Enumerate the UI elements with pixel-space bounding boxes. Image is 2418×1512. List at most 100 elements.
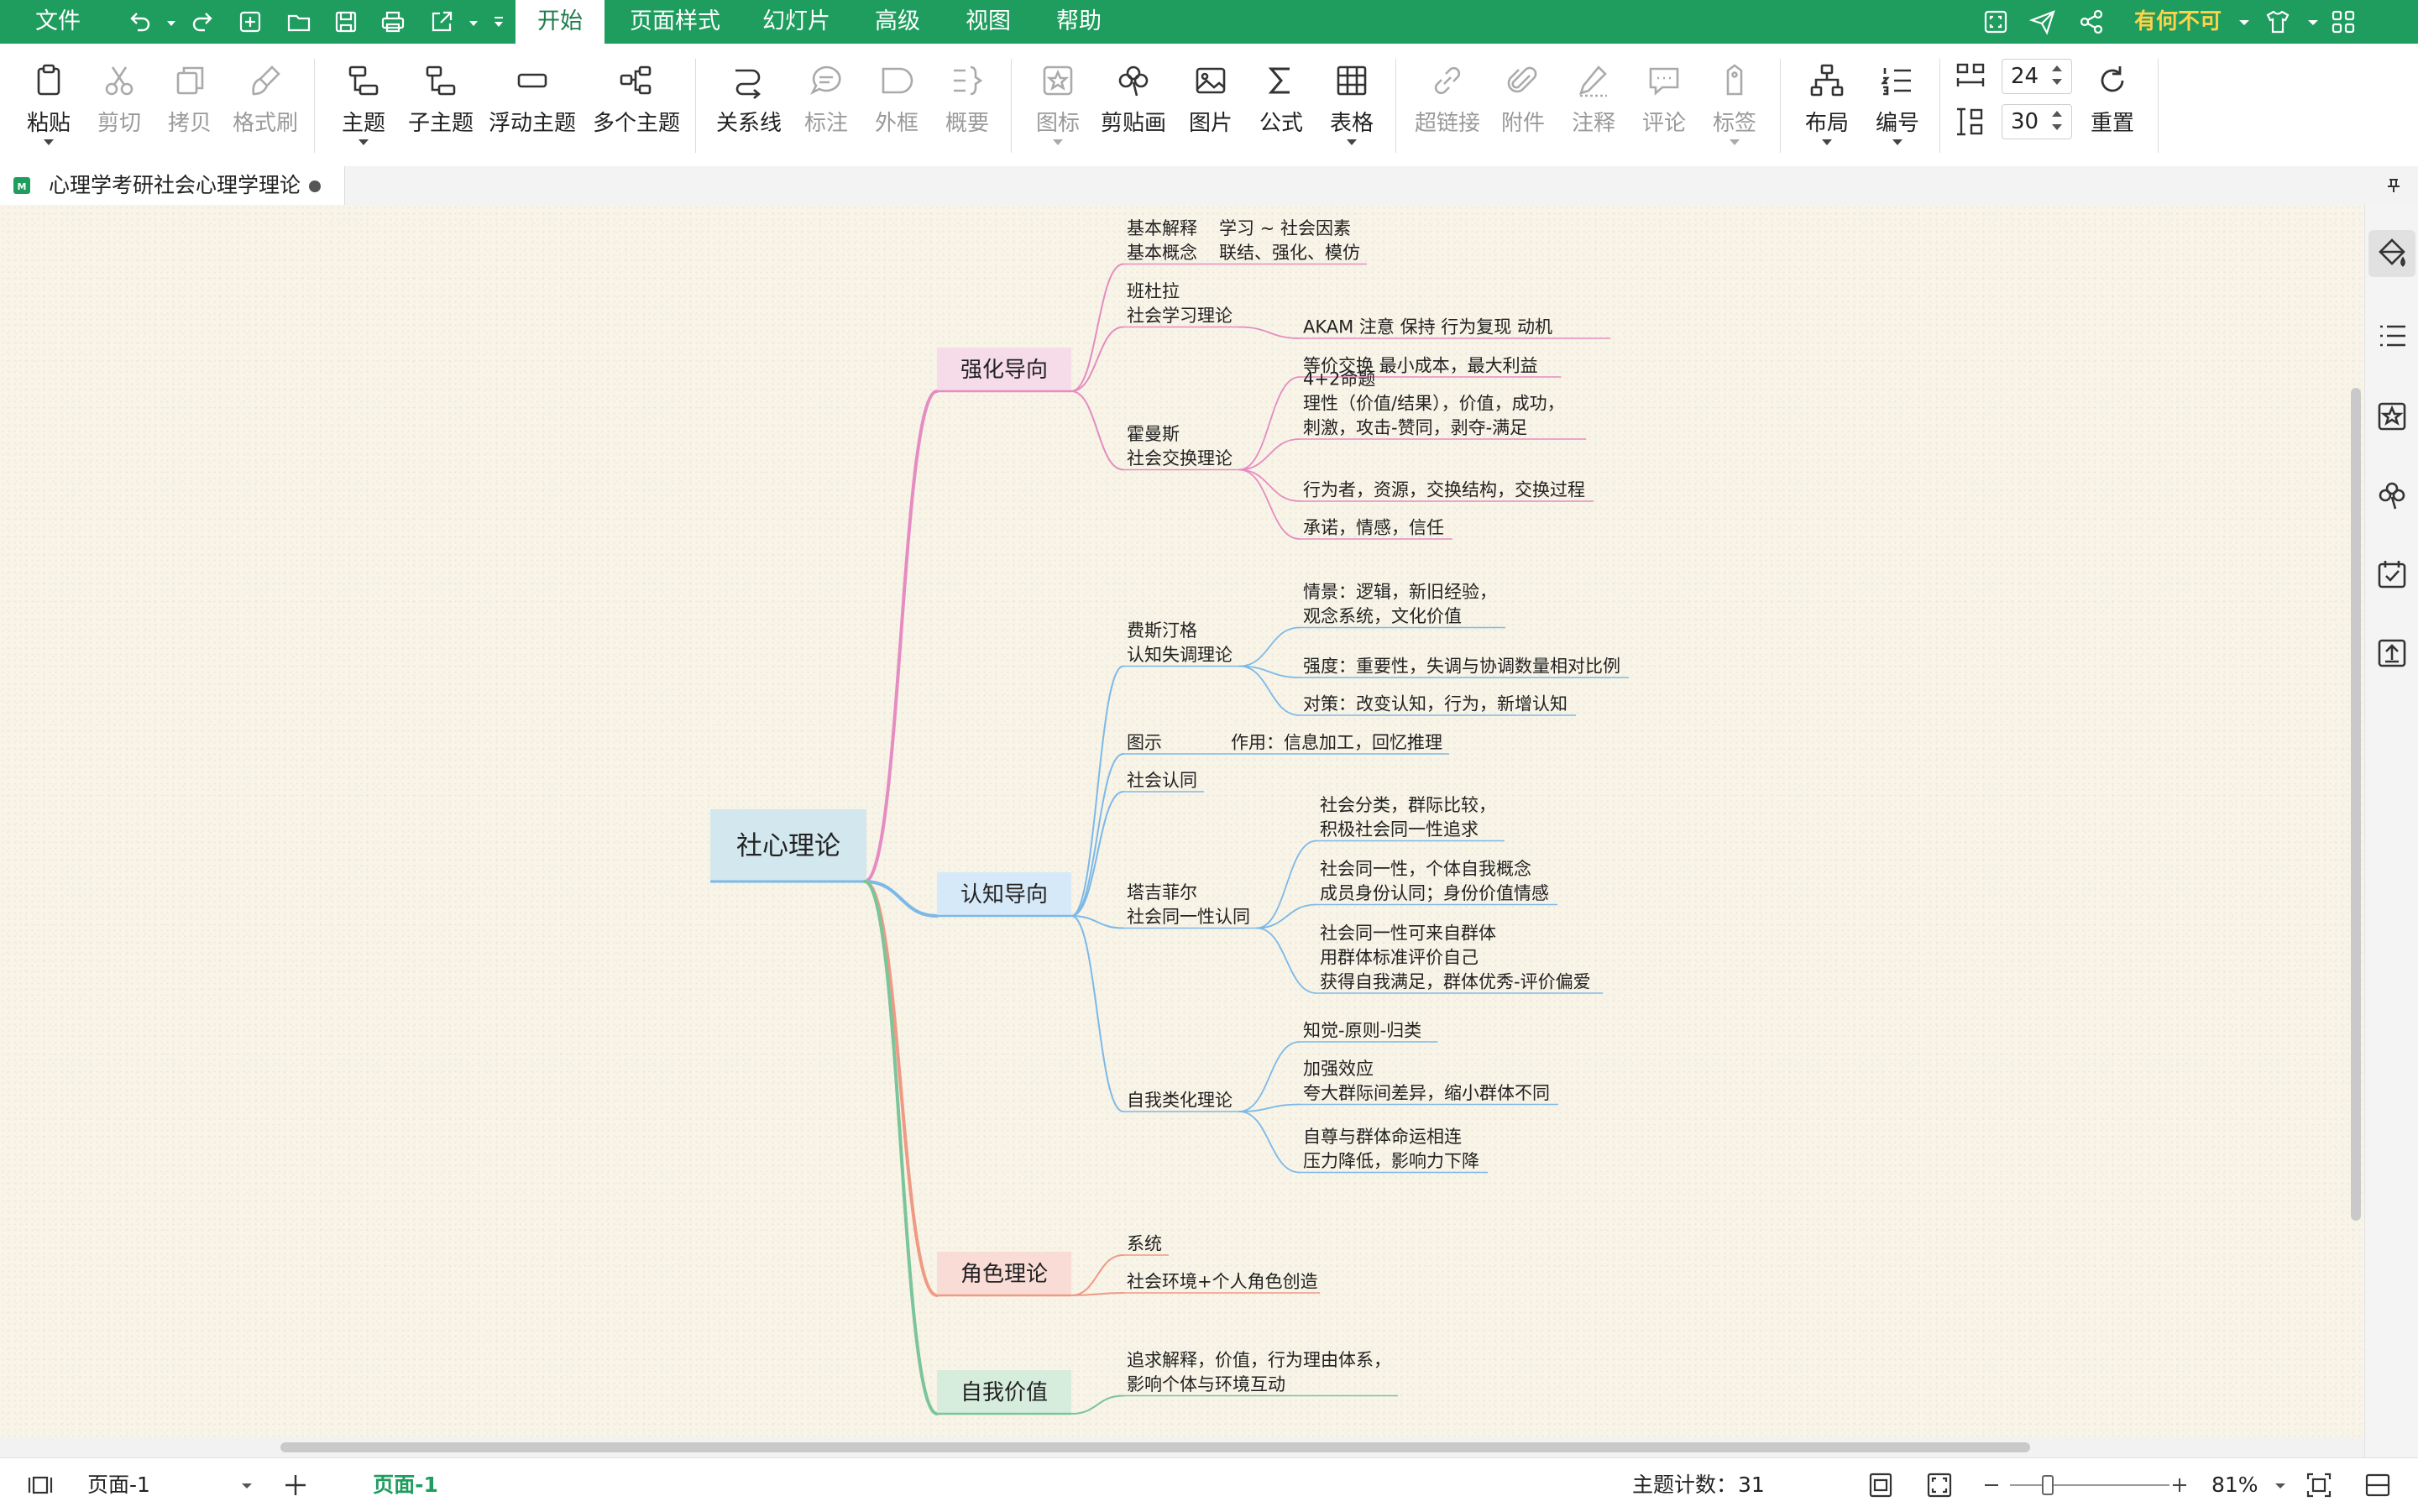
topic-dropdown-icon[interactable]	[359, 139, 369, 145]
image-button[interactable]: 图片	[1179, 55, 1243, 156]
leaf-topic-label[interactable]: 社会同一性，个体自我概念	[1320, 859, 1531, 879]
skin-dropdown-icon[interactable]	[2299, 8, 2318, 36]
leaf-topic-label[interactable]: 压力降低，影响力下降	[1303, 1151, 1479, 1171]
tab-start[interactable]: 开始	[516, 0, 604, 44]
page-tab[interactable]: 页面-1	[373, 1473, 438, 1497]
leaf-topic-label[interactable]: 情景：逻辑，新旧经验，	[1303, 582, 1497, 602]
subtopic-label[interactable]: 社会学习理论	[1127, 306, 1233, 326]
numbering-dropdown-icon[interactable]	[1892, 139, 1902, 145]
tab-slides[interactable]: 幻灯片	[762, 8, 830, 34]
send-icon[interactable]	[2028, 8, 2057, 36]
note-button[interactable]: 注释	[1562, 55, 1625, 156]
layout-button[interactable]: 布局	[1795, 55, 1859, 156]
zoom-slider-track[interactable]	[2010, 1484, 2169, 1486]
pin-icon[interactable]	[2383, 175, 2405, 196]
attachment-button[interactable]: 附件	[1491, 55, 1555, 156]
subtopic-detail[interactable]: 作用：信息加工，回忆推理	[1231, 733, 1442, 753]
leaf-topic-label[interactable]: 等价交换 最小成本，最大利益	[1303, 356, 1538, 376]
cut-button[interactable]: 剪切	[87, 55, 151, 156]
page-list-icon[interactable]	[25, 1470, 55, 1500]
leaf-topic-label[interactable]: 对策：改变认知，行为，新增认知	[1303, 694, 1568, 714]
summary-button[interactable]: 概要	[934, 55, 1001, 156]
subtopic-label[interactable]: 霍曼斯	[1127, 424, 1180, 444]
leaf-topic-label[interactable]: 用群体标准评价自己	[1320, 948, 1479, 968]
subtopic-label[interactable]: 社会同一性认同	[1127, 907, 1250, 927]
leaf-topic-label[interactable]: AKAM 注意 保持 行为复现 动机	[1303, 317, 1552, 337]
subtopic-label[interactable]: 基本概念	[1127, 243, 1197, 263]
vertical-spacing-input[interactable]	[2002, 104, 2072, 139]
undo-dropdown-icon[interactable]	[158, 8, 175, 35]
vertical-scroll-thumb[interactable]	[2351, 388, 2361, 1221]
relationship-button[interactable]: 关系线	[710, 55, 788, 156]
subtopic-label[interactable]: 班杜拉	[1127, 281, 1180, 301]
icon-dropdown-icon[interactable]	[1053, 139, 1063, 145]
hyperlink-button[interactable]: 超链接	[1409, 55, 1486, 156]
subtopic-detail[interactable]: 联结、强化、模仿	[1219, 243, 1360, 263]
format-painter-button[interactable]: 格式刷	[227, 55, 304, 156]
add-page-icon[interactable]	[280, 1470, 311, 1500]
tab-view[interactable]: 视图	[966, 8, 1011, 34]
zoom-out-icon[interactable]	[1976, 1470, 2007, 1500]
presentation-mode-icon[interactable]	[2363, 1470, 2393, 1500]
user-dropdown-icon[interactable]	[2230, 8, 2249, 36]
redo-icon[interactable]	[190, 8, 217, 35]
apps-icon[interactable]	[2329, 8, 2358, 36]
subtopic-label[interactable]: 追求解释，价值，行为理由体系，	[1127, 1350, 1391, 1370]
branch-topic[interactable]	[937, 1370, 1071, 1414]
fit-window-icon[interactable]	[1924, 1470, 1955, 1500]
layout-dropdown-icon[interactable]	[1822, 139, 1832, 145]
floating-topic-button[interactable]: 浮动主题	[487, 55, 578, 156]
leaf-topic-label[interactable]: 观念系统，文化价值	[1303, 606, 1462, 626]
leaf-topic-label[interactable]: 获得自我满足，群体优秀-评价偏爱	[1320, 972, 1591, 992]
leaf-topic-label[interactable]: 强度：重要性，失调与协调数量相对比例	[1303, 657, 1620, 677]
new-icon[interactable]	[237, 8, 264, 35]
branch-topic[interactable]	[937, 872, 1071, 916]
branch-topic[interactable]	[937, 348, 1071, 391]
leaf-topic-label[interactable]: 4+2命题	[1303, 369, 1375, 390]
callout-button[interactable]: 标注	[793, 55, 860, 156]
branch-topic-label[interactable]: 认知导向	[960, 882, 1048, 908]
subtopic-label[interactable]: 社会认同	[1127, 771, 1197, 791]
leaf-topic-label[interactable]: 加强效应	[1303, 1059, 1374, 1079]
multi-topic-button[interactable]: 多个主题	[591, 55, 682, 156]
v-spacing-up-icon[interactable]	[2052, 111, 2062, 117]
clipart-button[interactable]: 剪贴画	[1098, 55, 1169, 156]
fit-page-icon[interactable]	[1866, 1470, 1896, 1500]
subtopic-label[interactable]: 社会交换理论	[1127, 448, 1233, 468]
leaf-topic-label[interactable]: 夸大群际间差异，缩小群体不同	[1303, 1083, 1550, 1103]
topic-button[interactable]: 主题	[329, 55, 398, 156]
leaf-topic-label[interactable]: 社会同一性可来自群体	[1320, 923, 1496, 944]
zoom-level[interactable]: 81%	[2211, 1473, 2258, 1497]
menu-file[interactable]: 文件	[35, 8, 81, 34]
zoom-dropdown-icon[interactable]	[2265, 1470, 2285, 1500]
export-icon[interactable]	[428, 8, 455, 35]
subtopic-label[interactable]: 费斯汀格	[1127, 620, 1197, 641]
page-select-dropdown-icon[interactable]	[232, 1470, 252, 1500]
undo-icon[interactable]	[126, 8, 153, 35]
outline-icon[interactable]	[2375, 319, 2409, 353]
subtopic-detail[interactable]: 学习 ~ 社会因素	[1219, 218, 1351, 238]
boundary-button[interactable]: 外框	[865, 55, 929, 156]
comment-button[interactable]: 评论	[1632, 55, 1696, 156]
branch-topic-label[interactable]: 角色理论	[960, 1262, 1048, 1287]
subtopic-label[interactable]: 自我类化理论	[1127, 1091, 1233, 1111]
leaf-topic-label[interactable]: 积极社会同一性追求	[1320, 819, 1479, 840]
h-spacing-down-icon[interactable]	[2052, 79, 2062, 85]
export-panel-icon[interactable]	[2375, 636, 2409, 670]
leaf-topic-label[interactable]: 行为者，资源，交换结构，交换过程	[1303, 480, 1585, 500]
zoom-in-icon[interactable]	[2164, 1470, 2195, 1500]
root-topic-label[interactable]: 社心理论	[736, 831, 840, 861]
subtopic-button[interactable]: 子主题	[403, 55, 479, 156]
tag-dropdown-icon[interactable]	[1730, 139, 1740, 145]
leaf-topic-label[interactable]: 刺激，攻击-赞同，剥夺-满足	[1303, 418, 1527, 438]
v-spacing-down-icon[interactable]	[2052, 124, 2062, 130]
subtopic-label[interactable]: 系统	[1127, 1234, 1162, 1254]
icon-button[interactable]: 图标	[1026, 55, 1090, 156]
subtopic-label[interactable]: 认知失调理论	[1127, 645, 1233, 665]
subtopic-label[interactable]: 影响个体与环境互动	[1127, 1374, 1285, 1394]
leaf-topic-label[interactable]: 成员身份认同；身份价值情感	[1320, 883, 1549, 903]
horizontal-spacing-input[interactable]	[2002, 59, 2072, 94]
save-icon[interactable]	[332, 8, 359, 35]
branch-topic-label[interactable]: 自我价值	[960, 1380, 1048, 1405]
